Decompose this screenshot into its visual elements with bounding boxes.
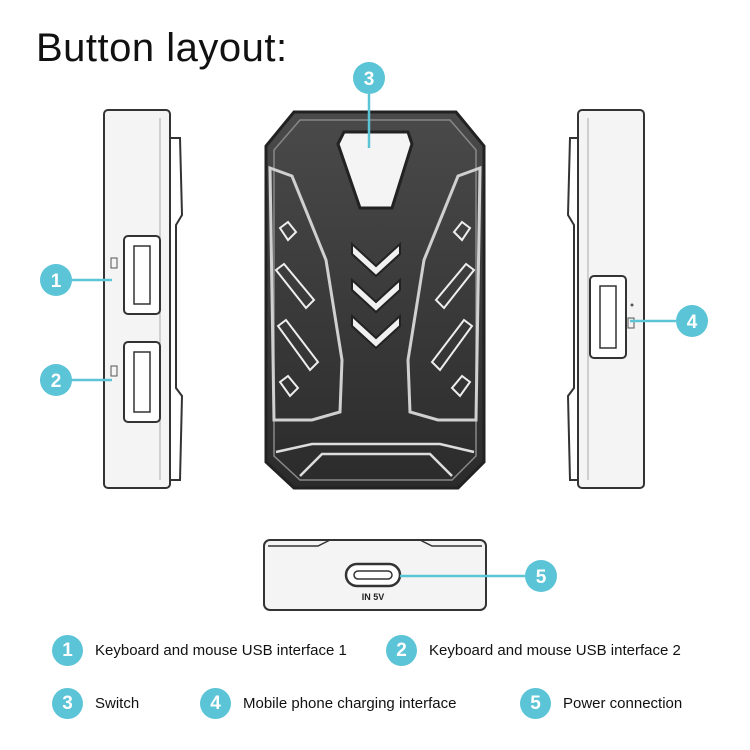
legend-label: Power connection [563, 695, 683, 712]
legend-item-2: 2 Keyboard and mouse USB interface 2 [386, 635, 681, 666]
page-title: Button layout: [36, 26, 288, 70]
usb-port-charging [589, 275, 627, 359]
svg-text:5: 5 [536, 567, 547, 588]
legend-label: Switch [95, 695, 140, 712]
svg-text:2: 2 [51, 371, 62, 392]
legend-badge: 1 [52, 635, 83, 666]
right-side-view [566, 109, 645, 489]
callout-2: 2 [40, 364, 72, 396]
legend-badge: 3 [52, 688, 83, 719]
svg-text:3: 3 [364, 69, 375, 90]
left-side-view [103, 109, 184, 489]
legend-badge: 4 [200, 688, 231, 719]
legend-item-1: 1 Keyboard and mouse USB interface 1 [52, 635, 347, 666]
front-view [264, 110, 486, 490]
callout-1: 1 [40, 264, 72, 296]
legend-item-4: 4 Mobile phone charging interface [200, 688, 456, 719]
bottom-view: IN 5V [263, 539, 487, 611]
svg-text:1: 1 [51, 271, 62, 292]
legend-item-5: 5 Power connection [520, 688, 682, 719]
callout-lines [70, 94, 676, 578]
legend-badge: 5 [520, 688, 551, 719]
usb-port-1 [123, 235, 161, 315]
legend-badge: 2 [386, 635, 417, 666]
callout-5: 5 [525, 560, 557, 592]
legend-label: Keyboard and mouse USB interface 2 [429, 642, 681, 659]
legend-label: Mobile phone charging interface [243, 695, 457, 712]
legend-item-3: 3 Switch [52, 688, 139, 719]
svg-text:4: 4 [687, 312, 698, 333]
port-label: IN 5V [362, 592, 385, 602]
callout-4: 4 [676, 305, 708, 337]
switch-button[interactable] [336, 130, 414, 210]
callout-3: 3 [353, 62, 385, 94]
legend-label: Keyboard and mouse USB interface 1 [95, 642, 347, 659]
usb-port-2 [123, 341, 161, 423]
